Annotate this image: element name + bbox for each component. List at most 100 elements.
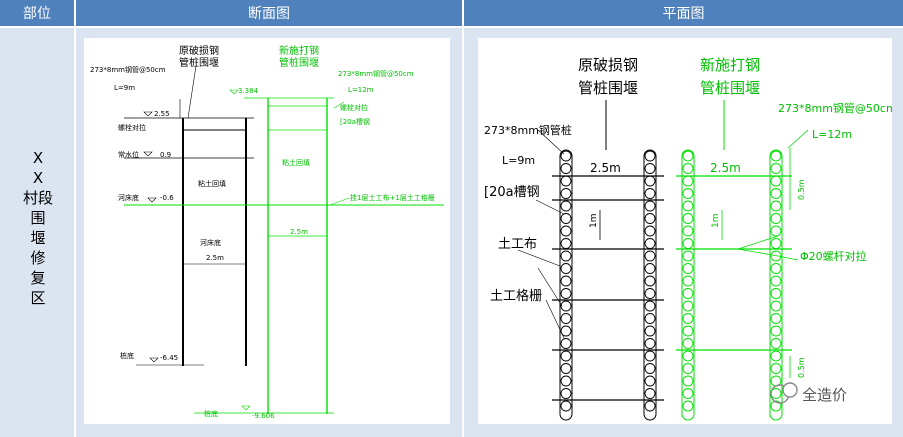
pile-circle bbox=[644, 363, 656, 374]
pile-circle bbox=[682, 388, 694, 399]
region-char: 堰 bbox=[30, 229, 46, 247]
plan-old-title: 原破损钢 bbox=[578, 56, 638, 74]
plan-drawing: 原破损钢 管桩围堰 新施打钢 管桩围堰 bbox=[484, 56, 897, 421]
region-label: X X 村段 围 堰 修 复 区 bbox=[20, 148, 56, 308]
plan-dim-05a: 0.5m bbox=[797, 179, 806, 200]
pile-circle bbox=[560, 388, 572, 399]
plan-new-length: L=12m bbox=[812, 128, 852, 141]
region-char: X bbox=[32, 149, 44, 167]
pile-circle bbox=[682, 325, 694, 337]
pile-circle bbox=[682, 163, 694, 174]
section-old-title: 原破损钢 bbox=[179, 44, 219, 57]
plan-new-pipe: 273*8mm钢管@50cm bbox=[778, 101, 892, 115]
pile-circle bbox=[770, 213, 782, 224]
elevation-marker-icon bbox=[143, 111, 153, 117]
plan-new-title: 管桩围堰 bbox=[700, 79, 760, 97]
pile-circle bbox=[770, 325, 782, 337]
section-new-title: 管桩围堰 bbox=[279, 56, 319, 69]
section-pile-bottom: 桩底 bbox=[120, 351, 134, 360]
plan-dim-05b: 0.5m bbox=[797, 357, 806, 378]
watermark-text: 全造价 bbox=[802, 386, 847, 404]
plan-span-old: 2.5m bbox=[590, 161, 621, 175]
section-channel-bottom: 河床底 bbox=[118, 193, 139, 202]
pile-circle bbox=[644, 338, 656, 349]
elevation-marker-icon bbox=[229, 89, 239, 95]
pile-circle bbox=[682, 400, 694, 412]
section-drawing: 原破损钢 管桩围堰 273*8mm钢管@50cm L=9m 2.55 螺栓对拉 … bbox=[90, 44, 444, 420]
pile-circle bbox=[644, 350, 656, 362]
section-old-pipe: 273*8mm钢管@50cm bbox=[90, 65, 166, 74]
pile-circle bbox=[560, 225, 572, 237]
section-new-clay: 粘土回填 bbox=[282, 158, 310, 167]
pile-circle bbox=[644, 250, 656, 262]
section-width-new: 2.5m bbox=[290, 228, 308, 236]
pile-circle bbox=[644, 313, 656, 324]
footer-strip bbox=[640, 432, 902, 437]
pile-circle bbox=[770, 150, 782, 162]
pile-circle bbox=[682, 313, 694, 324]
pile-circle bbox=[560, 400, 572, 412]
pile-circle bbox=[560, 338, 572, 349]
pile-circle bbox=[682, 188, 694, 199]
pile-circle bbox=[560, 313, 572, 324]
pile-circle bbox=[770, 175, 782, 187]
section-new-channel: [20a槽钢 bbox=[340, 117, 370, 126]
pile-circle bbox=[644, 263, 656, 274]
section-geo-note: 挂1层土工布+1层土工格栅 bbox=[350, 193, 435, 202]
region-char: 区 bbox=[30, 289, 46, 307]
section-new-bolt: 螺栓对拉 bbox=[340, 103, 368, 112]
plan-new-title: 新施打钢 bbox=[700, 56, 760, 74]
pile-circle bbox=[644, 300, 656, 312]
header-plan-label: 平面图 bbox=[662, 6, 705, 22]
pile-circle bbox=[770, 225, 782, 237]
pile-circle bbox=[644, 288, 656, 299]
header-part: 部位 bbox=[0, 0, 74, 26]
pile-circle bbox=[770, 363, 782, 374]
pile-circle bbox=[560, 175, 572, 187]
region-char: 复 bbox=[30, 269, 46, 287]
plan-spacing-old: 1m bbox=[589, 214, 599, 229]
pile-circle bbox=[770, 300, 782, 312]
pile-circle bbox=[560, 188, 572, 199]
pile-circle bbox=[770, 238, 782, 249]
plan-geotextile: 土工布 bbox=[498, 237, 537, 252]
pile-circle bbox=[644, 150, 656, 162]
pile-circle bbox=[682, 275, 694, 287]
pile-circle bbox=[644, 200, 656, 212]
section-new-pipe: 273*8mm钢管@50cm bbox=[338, 69, 414, 78]
pile-circle bbox=[644, 188, 656, 199]
pile-circle bbox=[560, 250, 572, 262]
section-elev-neg645: -6.45 bbox=[160, 354, 178, 362]
pile-circle bbox=[682, 175, 694, 187]
region-char: 修 bbox=[30, 249, 46, 267]
section-bolt: 螺栓对拉 bbox=[118, 123, 146, 132]
pile-circle bbox=[644, 213, 656, 224]
elevation-marker-icon bbox=[147, 197, 157, 203]
pile-circle bbox=[682, 250, 694, 262]
section-elev-255: 2.55 bbox=[154, 110, 170, 118]
pile-circle bbox=[644, 175, 656, 187]
section-old-title: 管桩围堰 bbox=[179, 56, 219, 69]
pile-circle bbox=[560, 163, 572, 174]
pile-circle bbox=[682, 300, 694, 312]
pile-circle bbox=[770, 263, 782, 274]
pile-circle bbox=[682, 338, 694, 349]
section-elev-neg9606: -9.606 bbox=[252, 412, 275, 420]
plan-old-pipe: 273*8mm钢管桩 bbox=[484, 123, 572, 137]
pile-circle bbox=[560, 200, 572, 212]
pile-circle bbox=[682, 375, 694, 387]
section-pile-bottom-2: 桩底 bbox=[204, 409, 218, 418]
header-plan: 平面图 bbox=[464, 0, 903, 26]
region-char: 围 bbox=[30, 209, 46, 227]
pile-circle bbox=[682, 150, 694, 162]
region-char: 村段 bbox=[22, 189, 53, 207]
header-section: 断面图 bbox=[76, 0, 462, 26]
pile-circle bbox=[644, 275, 656, 287]
pile-circle bbox=[560, 363, 572, 374]
header-section-label: 断面图 bbox=[248, 6, 290, 22]
pile-circle bbox=[560, 275, 572, 287]
pile-circle bbox=[560, 288, 572, 299]
pile-circle bbox=[644, 163, 656, 174]
pile-circle bbox=[770, 350, 782, 362]
